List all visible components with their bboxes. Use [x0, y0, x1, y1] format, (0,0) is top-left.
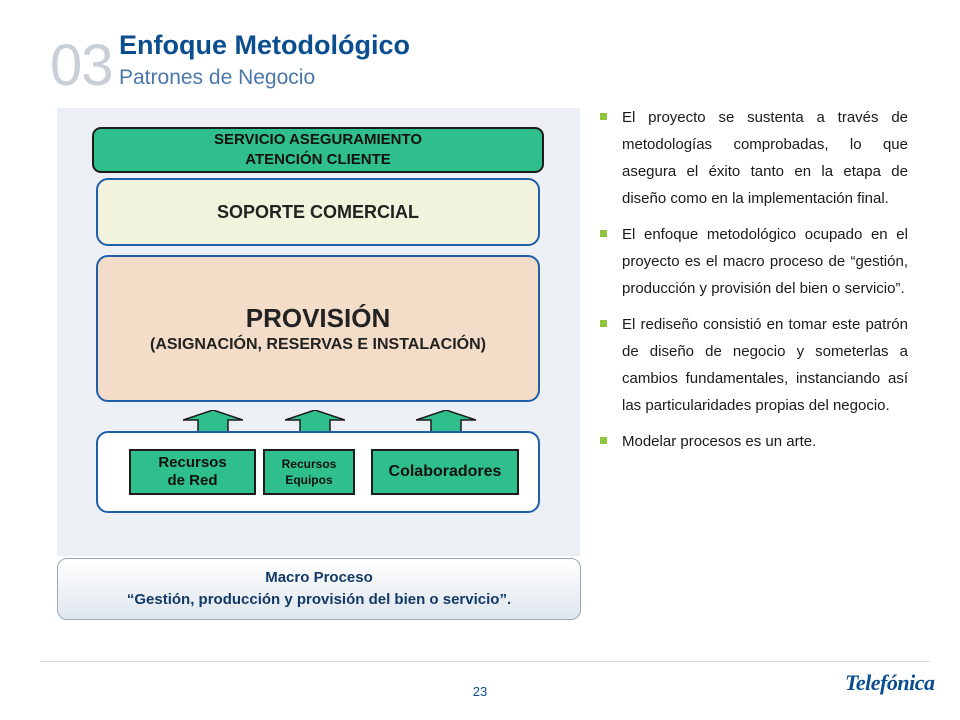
recursos-red-box: Recursos de Red — [129, 449, 256, 495]
macro-line-1: Macro Proceso — [265, 569, 373, 586]
servicio-line-1: SERVICIO ASEGURAMIENTO — [213, 131, 423, 148]
section-number: 03 — [50, 33, 114, 98]
colaboradores-box: Colaboradores — [371, 449, 519, 495]
bullet-item: Modelar procesos es un arte. — [600, 428, 908, 455]
bullet-square-icon — [600, 437, 607, 444]
slide-subtitle: Patrones de Negocio — [119, 66, 316, 89]
soporte-label: SOPORTE COMERCIAL — [216, 201, 419, 222]
bullet-item: El rediseño consistió en tomar este patr… — [600, 311, 908, 419]
bullet-square-icon — [600, 230, 607, 237]
recursos-red-line-2: de Red — [167, 472, 218, 489]
recursos-equipos-line-1: Recursos — [281, 457, 337, 471]
recursos-equipos-box: Recursos Equipos — [263, 449, 355, 495]
servicio-line-2: ATENCIÓN CLIENTE — [245, 151, 391, 168]
bullet-item: El enfoque metodológico ocupado en el pr… — [600, 221, 908, 302]
bullet-square-icon — [600, 113, 607, 120]
bullet-text: Modelar procesos es un arte. — [622, 433, 817, 450]
bullet-square-icon — [600, 320, 607, 327]
telefonica-logo: Telefónica — [845, 670, 935, 695]
bullet-item: El proyecto se sustenta a través de meto… — [600, 104, 908, 212]
footer-divider — [40, 661, 930, 662]
colaboradores-label: Colaboradores — [388, 463, 502, 480]
slide-title: Enfoque Metodológico — [119, 30, 410, 60]
recursos-red-line-1: Recursos — [158, 454, 227, 471]
bullet-list: El proyecto se sustenta a través de meto… — [600, 104, 908, 464]
bullet-text: El enfoque metodológico ocupado en el pr… — [622, 226, 908, 297]
provision-subtitle: (ASIGNACIÓN, RESERVAS E INSTALACIÓN) — [149, 335, 487, 353]
provision-title: PROVISIÓN — [245, 302, 391, 333]
bullet-text: El rediseño consistió en tomar este patr… — [622, 316, 908, 414]
bullet-text: El proyecto se sustenta a través de meto… — [622, 109, 908, 207]
macro-proceso-caption: Macro Proceso “Gestión, producción y pro… — [57, 558, 581, 620]
servicio-aseguramiento-box: SERVICIO ASEGURAMIENTO ATENCIÓN CLIENTE — [92, 127, 544, 173]
recursos-equipos-line-2: Equipos — [285, 473, 333, 487]
page-number: 23 — [472, 684, 488, 699]
macro-line-2: “Gestión, producción y provisión del bie… — [126, 591, 512, 608]
provision-box: PROVISIÓN (ASIGNACIÓN, RESERVAS E INSTAL… — [96, 255, 540, 402]
soporte-comercial-box: SOPORTE COMERCIAL — [96, 178, 540, 246]
